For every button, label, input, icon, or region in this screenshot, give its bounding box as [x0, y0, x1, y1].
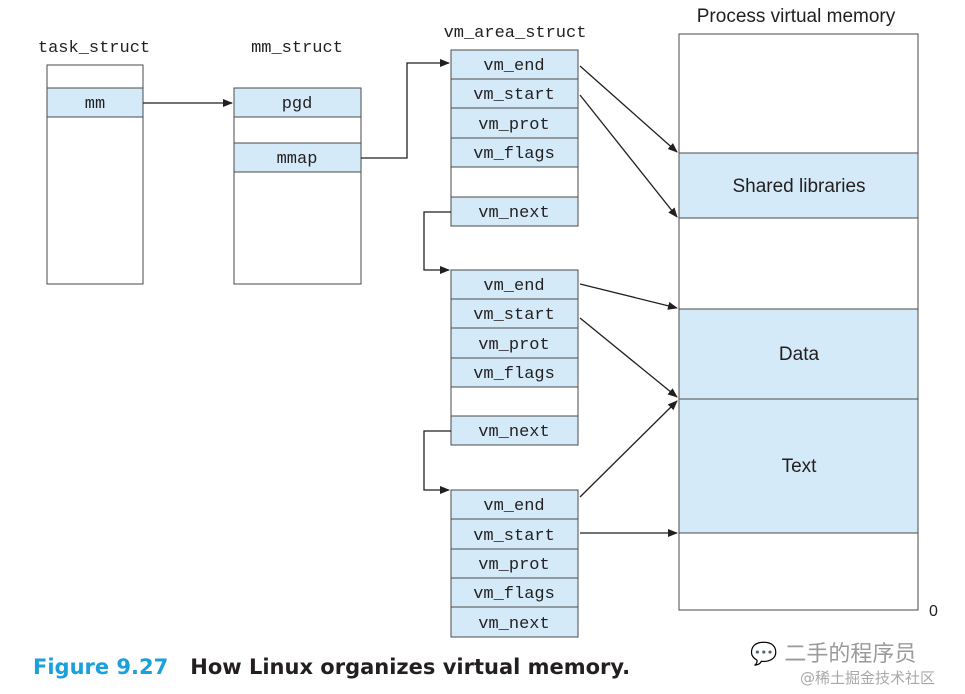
vm-area-3-field-vm-start: [450, 518, 579, 550]
watermark-line-1: 💬 二手的程序员: [750, 636, 916, 668]
task-struct-box: mm: [46, 64, 144, 285]
arrow-vm-start-1-to-shared-bottom: [579, 94, 678, 218]
task-struct-title: task_struct: [38, 39, 150, 58]
region-data: [678, 308, 919, 400]
region-text-label: Text: [782, 456, 818, 477]
vm-area-1-field-vm-end: [450, 49, 579, 80]
arrow-vm-end-3-to-text-top: [579, 400, 678, 498]
vm-area-1-vm-end-label: vm_end: [483, 57, 544, 76]
arrow-vm-next-1-to-node-2: [423, 211, 451, 274]
vm-area-1-field-empty: [450, 166, 579, 198]
mm-struct-box: pgd mmap: [233, 87, 362, 285]
vm-area-2-vm-next-label: vm_next: [478, 423, 549, 442]
arrow-vm-next-2-to-node-3: [423, 430, 451, 494]
vm-area-3-field-vm-end: [450, 489, 579, 520]
vm-area-1-vm-prot-label: vm_prot: [478, 116, 549, 135]
wechat-icon: 💬: [750, 642, 778, 667]
vm-area-2-field-vm-next: [450, 415, 579, 446]
task-struct-field-mm: [46, 87, 144, 118]
vm-area-1-field-vm-prot: [450, 107, 579, 139]
vm-area-2-field-vm-start: [450, 298, 579, 329]
mm-struct-title: mm_struct: [251, 39, 343, 58]
process-memory-title: Process virtual memory: [697, 6, 896, 27]
vm-area-1-vm-next-label: vm_next: [478, 204, 549, 223]
arrow-vm-end-1-to-shared-top: [579, 65, 678, 153]
vm-area-3-vm-next-label: vm_next: [478, 615, 549, 634]
vm-area-3-field-vm-next: [450, 606, 579, 638]
vm-area-1-vm-start-label: vm_start: [473, 86, 555, 105]
vm-area-2-vm-start-label: vm_start: [473, 306, 555, 325]
vm-area-3-vm-flags-label: vm_flags: [473, 585, 555, 604]
vm-area-1-field-vm-next: [450, 196, 579, 227]
mm-struct-field-mmap: [233, 142, 362, 173]
mm-struct-field-pgd: [233, 87, 362, 118]
arrow-vm-start-2-to-data-bottom: [579, 317, 678, 398]
figure-number: Figure 9.27: [33, 655, 169, 679]
region-text: [678, 398, 919, 534]
watermark-line-1-text: 二手的程序员: [784, 642, 917, 667]
vm-area-2-field-vm-flags: [450, 357, 579, 388]
vm-area-2-vm-prot-label: vm_prot: [478, 336, 549, 355]
figure-caption-text: How Linux organizes virtual memory.: [190, 655, 631, 679]
vm-area-node-2: vm_end vm_start vm_prot vm_flags vm_next: [450, 269, 579, 446]
mm-struct-field-mmap-label: mmap: [277, 150, 318, 169]
vm-area-2-vm-flags-label: vm_flags: [473, 365, 555, 384]
vm-area-3-vm-end-label: vm_end: [483, 497, 544, 516]
vm-area-3-field-vm-prot: [450, 548, 579, 579]
vm-area-2-field-vm-end: [450, 269, 579, 300]
mm-struct-field-pgd-label: pgd: [282, 95, 313, 114]
vm-area-node-1: vm_end vm_start vm_prot vm_flags vm_next: [450, 49, 579, 227]
vm-area-2-field-empty: [450, 386, 579, 417]
vm-area-node-3: vm_end vm_start vm_prot vm_flags vm_next: [450, 489, 579, 638]
region-shared-libraries-label: Shared libraries: [732, 176, 865, 197]
bottom-address-label: 0: [929, 603, 938, 620]
vm-area-2-vm-end-label: vm_end: [483, 277, 544, 296]
task-struct-field-mm-label: mm: [85, 95, 105, 114]
process-memory-box: Shared libraries Data Text: [678, 33, 919, 611]
vm-area-3-vm-prot-label: vm_prot: [478, 556, 549, 575]
figure-caption: Figure 9.27 How Linux organizes virtual m…: [33, 655, 630, 679]
vm-area-struct-title: vm_area_struct: [444, 24, 587, 43]
region-shared-libraries: [678, 152, 919, 219]
vm-area-1-vm-flags-label: vm_flags: [473, 145, 555, 164]
arrow-mmap-to-vm-area-1: [361, 59, 450, 159]
arrow-vm-end-2-to-data-top: [579, 283, 678, 310]
watermark-line-2: @稀土掘金技术社区: [800, 669, 936, 687]
vm-area-3-vm-start-label: vm_start: [473, 527, 555, 546]
region-data-label: Data: [779, 344, 820, 365]
vm-area-3-field-vm-flags: [450, 577, 579, 608]
